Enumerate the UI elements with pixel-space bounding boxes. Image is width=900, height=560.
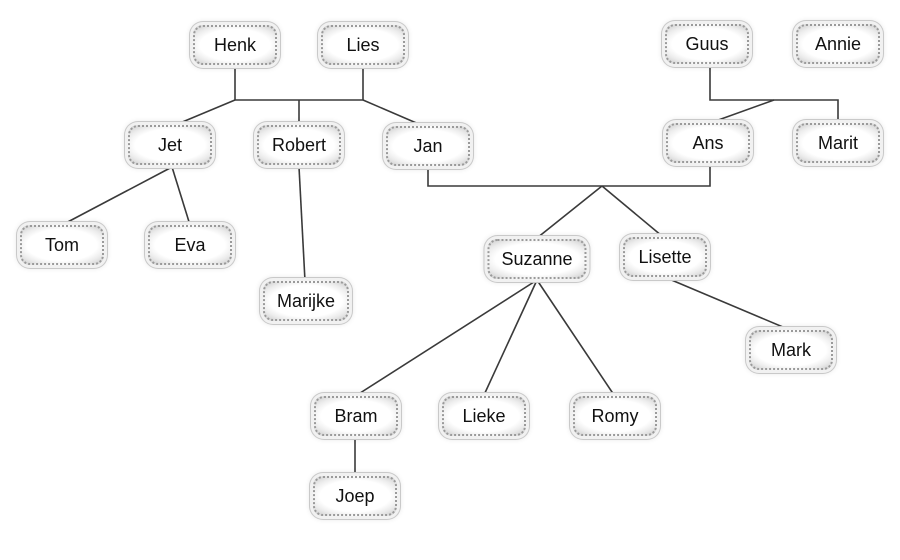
- person-node-jan: Jan: [386, 126, 470, 166]
- person-node-suzanne: Suzanne: [487, 239, 587, 279]
- couple-line-henk-lies: [234, 62, 364, 101]
- child-line-mark: [661, 275, 791, 331]
- person-node-eva: Eva: [148, 225, 232, 265]
- person-node-henk: Henk: [193, 25, 277, 65]
- person-node-bram: Bram: [314, 396, 398, 436]
- child-line-lieke: [483, 279, 538, 396]
- person-node-lisette: Lisette: [623, 237, 707, 277]
- child-line-romy: [536, 279, 615, 396]
- person-node-lies: Lies: [321, 25, 405, 65]
- child-line-tom: [61, 166, 173, 226]
- person-node-jet: Jet: [128, 125, 212, 165]
- person-node-lieke: Lieke: [442, 396, 526, 436]
- person-node-tom: Tom: [20, 225, 104, 265]
- person-node-marit: Marit: [796, 123, 880, 163]
- child-line-jet: [167, 99, 236, 129]
- person-node-joep: Joep: [313, 476, 397, 516]
- couple-line-guus-annie: [709, 62, 839, 120]
- child-line-suzanne: [536, 185, 603, 239]
- person-node-romy: Romy: [573, 396, 657, 436]
- person-node-marijke: Marijke: [262, 281, 350, 321]
- child-line-lisette: [601, 185, 663, 237]
- child-line-eva: [171, 166, 191, 226]
- person-node-ans: Ans: [666, 123, 750, 163]
- child-line-bram: [356, 279, 538, 396]
- person-node-annie: Annie: [796, 24, 880, 64]
- couple-line-jan-ans: [427, 165, 711, 187]
- person-node-guus: Guus: [665, 24, 749, 64]
- person-node-robert: Robert: [257, 125, 341, 165]
- person-node-mark: Mark: [749, 330, 833, 370]
- child-line-marijke: [298, 166, 306, 282]
- child-line-jan: [362, 99, 429, 129]
- child-line-ans: [709, 99, 775, 124]
